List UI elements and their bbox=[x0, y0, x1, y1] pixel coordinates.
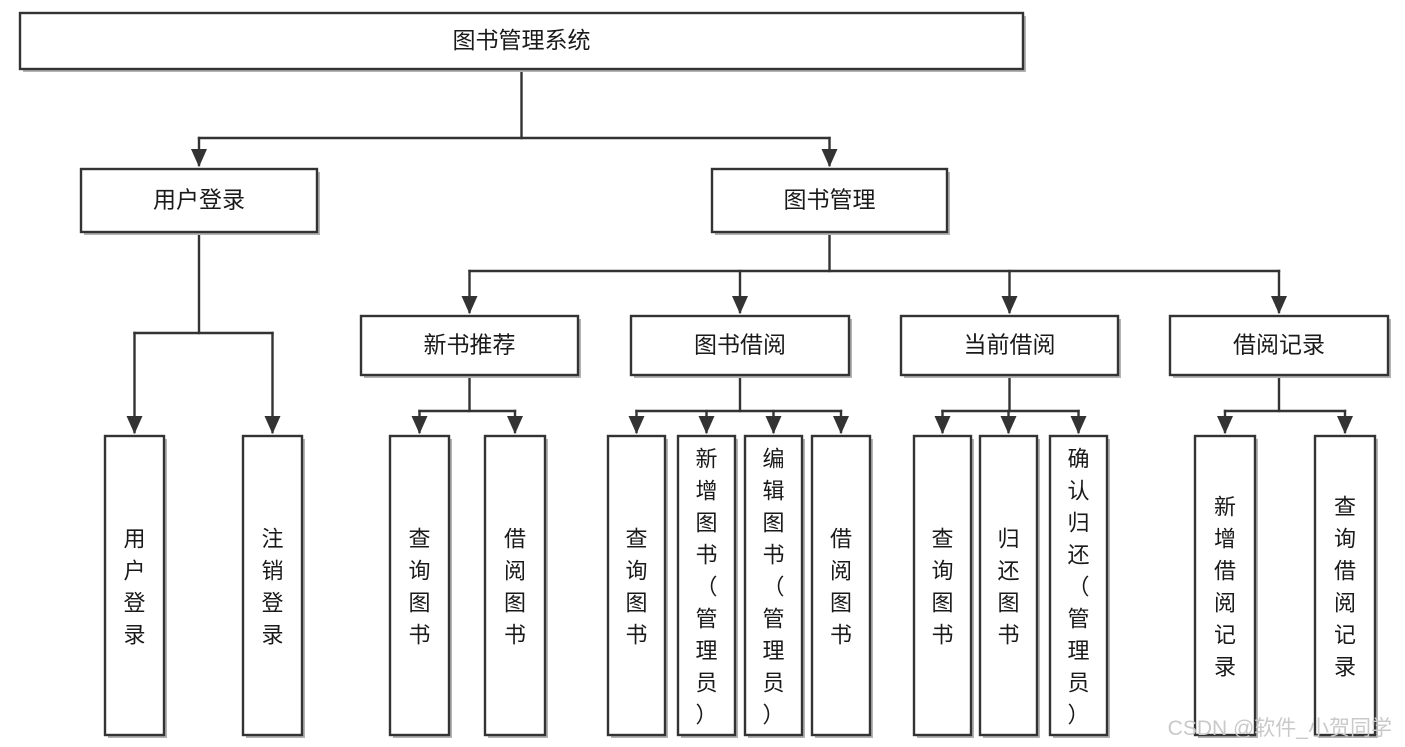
arrow-head-icon bbox=[1000, 416, 1017, 434]
node-leaf-user-login-label: 用户登录 bbox=[123, 526, 145, 647]
node-current-borrow[interactable]: 当前借阅 bbox=[899, 314, 1121, 378]
node-leaf-borrow-book-2-label: 借阅图书 bbox=[830, 526, 852, 647]
node-leaf-borrow-book-1[interactable]: 借阅图书 bbox=[483, 434, 548, 738]
arrow-head-icon bbox=[1217, 416, 1233, 434]
node-leaf-query-book-2[interactable]: 查询图书 bbox=[606, 434, 668, 738]
node-book-manage-label: 图书管理 bbox=[784, 187, 876, 213]
arrow-head-icon bbox=[833, 416, 849, 434]
node-leaf-query-book-1-label: 查询图书 bbox=[408, 526, 430, 647]
node-leaf-add-record-label: 新增借阅记录 bbox=[1214, 494, 1236, 679]
node-leaf-add-record[interactable]: 新增借阅记录 bbox=[1193, 434, 1258, 738]
arrow-head-icon bbox=[126, 416, 143, 434]
arrow-head-icon bbox=[1337, 416, 1353, 434]
arrow-head-icon bbox=[191, 149, 207, 167]
arrow-head-icon bbox=[698, 416, 715, 434]
arrow-head-icon bbox=[732, 296, 748, 314]
arrow-head-icon bbox=[1001, 296, 1018, 314]
node-leaf-user-logout-label: 注销登录 bbox=[261, 526, 283, 647]
arrow-head-icon bbox=[264, 416, 281, 434]
node-title[interactable]: 图书管理系统 bbox=[18, 11, 1026, 72]
watermark-label: CSDN @软件_小贺同学 bbox=[1168, 717, 1392, 740]
node-leaf-query-book-2-label: 查询图书 bbox=[625, 526, 647, 647]
node-leaf-confirm-return-label: 确认归还（管理员） bbox=[1067, 446, 1089, 727]
node-leaf-confirm-return[interactable]: 确认归还（管理员） bbox=[1048, 434, 1110, 738]
node-borrow-record-label: 借阅记录 bbox=[1233, 332, 1325, 358]
node-leaf-edit-book-label: 编辑图书（管理员） bbox=[762, 446, 784, 727]
node-leaf-add-book[interactable]: 新增图书（管理员） bbox=[676, 434, 738, 738]
arrow-head-icon bbox=[411, 416, 428, 434]
node-leaf-borrow-book-1-label: 借阅图书 bbox=[504, 526, 526, 647]
node-leaf-return-book-label: 归还图书 bbox=[997, 526, 1019, 647]
node-leaf-query-record[interactable]: 查询借阅记录 bbox=[1313, 434, 1378, 738]
node-title-label: 图书管理系统 bbox=[453, 27, 591, 53]
arrow-head-icon bbox=[461, 296, 478, 314]
node-book-manage[interactable]: 图书管理 bbox=[710, 167, 950, 235]
arrow-head-icon bbox=[507, 416, 523, 434]
node-leaf-borrow-book-2[interactable]: 借阅图书 bbox=[810, 434, 873, 738]
arrow-head-icon bbox=[765, 416, 782, 434]
arrow-head-icon bbox=[628, 416, 645, 434]
node-book-borrow-label: 图书借阅 bbox=[694, 332, 786, 358]
arrow-head-icon bbox=[934, 416, 951, 434]
node-user-login[interactable]: 用户登录 bbox=[79, 167, 320, 235]
node-leaf-query-book-3-label: 查询图书 bbox=[931, 526, 953, 647]
node-new-book-recommend-label: 新书推荐 bbox=[424, 332, 516, 358]
node-current-borrow-label: 当前借阅 bbox=[964, 332, 1056, 358]
node-leaf-query-record-label: 查询借阅记录 bbox=[1334, 494, 1356, 679]
connector-layer bbox=[126, 67, 1353, 434]
node-layer: 图书管理系统用户登录图书管理新书推荐图书借阅当前借阅借阅记录用户登录注销登录查询… bbox=[18, 11, 1391, 738]
arrow-head-icon bbox=[821, 149, 838, 167]
node-leaf-query-book-3[interactable]: 查询图书 bbox=[912, 434, 974, 738]
node-user-login-label: 用户登录 bbox=[153, 187, 245, 213]
node-book-borrow[interactable]: 图书借阅 bbox=[629, 314, 852, 378]
node-borrow-record[interactable]: 借阅记录 bbox=[1168, 314, 1391, 378]
arrow-head-icon bbox=[1271, 296, 1287, 314]
node-new-book-recommend[interactable]: 新书推荐 bbox=[359, 314, 581, 378]
node-leaf-add-book-label: 新增图书（管理员） bbox=[695, 446, 717, 727]
node-leaf-edit-book[interactable]: 编辑图书（管理员） bbox=[743, 434, 805, 738]
node-leaf-query-book-1[interactable]: 查询图书 bbox=[388, 434, 452, 738]
arrow-head-icon bbox=[1070, 416, 1087, 434]
node-leaf-user-login[interactable]: 用户登录 bbox=[103, 434, 167, 738]
node-leaf-return-book[interactable]: 归还图书 bbox=[978, 434, 1040, 738]
node-leaf-user-logout[interactable]: 注销登录 bbox=[241, 434, 305, 738]
